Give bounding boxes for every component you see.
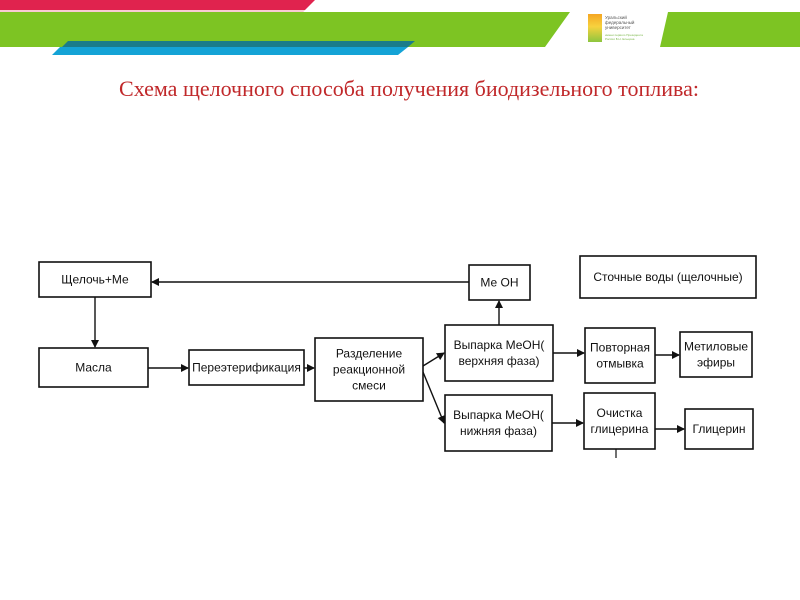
node-box <box>679 331 753 378</box>
flow-node-oils: Масла <box>38 347 149 388</box>
node-box <box>579 255 757 299</box>
logo-mark <box>588 14 602 42</box>
red-stripe <box>0 0 315 10</box>
node-box <box>314 337 424 402</box>
node-label: Очистка <box>597 406 643 420</box>
node-label: Масла <box>75 361 112 375</box>
node-label: Ме ОН <box>480 276 518 290</box>
node-label: Выпарка МеОН( <box>454 338 545 352</box>
node-label: нижняя фаза) <box>460 424 537 438</box>
flow-node-methyl-esters: Метиловые эфиры <box>679 331 753 378</box>
node-label: смеси <box>352 379 386 393</box>
node-label: верхняя фаза) <box>459 354 540 368</box>
flow-node-alkali-me: Щелочь+Ме <box>38 261 152 298</box>
flow-node-glycerin: Глицерин <box>684 408 754 450</box>
flow-node-evap-upper: Выпарка МеОН( верхняя фаза) <box>444 324 554 382</box>
flow-node-transesterification: Переэтерификация <box>188 349 305 386</box>
flow-node-wastewater: Сточные воды (щелочные) <box>579 255 757 299</box>
green-band-right <box>660 12 800 47</box>
flow-node-glycerin-purification: Очистка глицерина <box>583 392 656 450</box>
flow-node-evap-lower: Выпарка МеОН( нижняя фаза) <box>444 394 553 452</box>
flow-node-separation: Разделение реакционной смеси <box>314 337 424 402</box>
node-label: Повторная <box>590 341 650 355</box>
node-label: Глицерин <box>693 422 746 436</box>
university-logo: Уральский федеральный университет имени … <box>588 14 652 44</box>
flow-node-rewash: Повторная отмывка <box>584 327 656 384</box>
logo-text: Уральский федеральный университет <box>605 15 635 30</box>
node-box <box>684 408 754 450</box>
node-label: эфиры <box>697 356 735 370</box>
node-box <box>188 349 305 386</box>
node-box <box>38 347 149 388</box>
teal-stripe <box>62 41 415 47</box>
blue-stripe <box>52 47 408 55</box>
header-banner <box>0 0 800 60</box>
node-box <box>444 394 553 452</box>
node-label: реакционной <box>333 363 405 377</box>
node-label: Разделение <box>336 347 403 361</box>
logo-subtext: имени первого Президента России Б.Н. Ель… <box>605 33 643 41</box>
slide-title: Схема щелочного способа получения биодиз… <box>119 76 699 101</box>
node-label: отмывка <box>596 357 644 371</box>
flow-arrow-separation-to-evap-upper <box>422 352 445 367</box>
node-label: Щелочь+Ме <box>61 273 129 287</box>
green-band-left <box>0 12 570 47</box>
flow-arrow-separation-to-evap-lower <box>422 371 446 424</box>
node-label: Выпарка МеОН( <box>453 408 544 422</box>
node-box <box>583 392 656 450</box>
node-label: Метиловые <box>684 340 748 354</box>
node-box <box>444 324 554 382</box>
node-label: Сточные воды (щелочные) <box>593 270 742 284</box>
node-box <box>38 261 152 298</box>
header-stripes <box>0 0 800 55</box>
node-box <box>584 327 656 384</box>
node-box <box>468 264 531 301</box>
node-label: глицерина <box>591 422 649 436</box>
node-label: Переэтерификация <box>192 361 301 375</box>
flow-node-meoh: Ме ОН <box>468 264 531 301</box>
